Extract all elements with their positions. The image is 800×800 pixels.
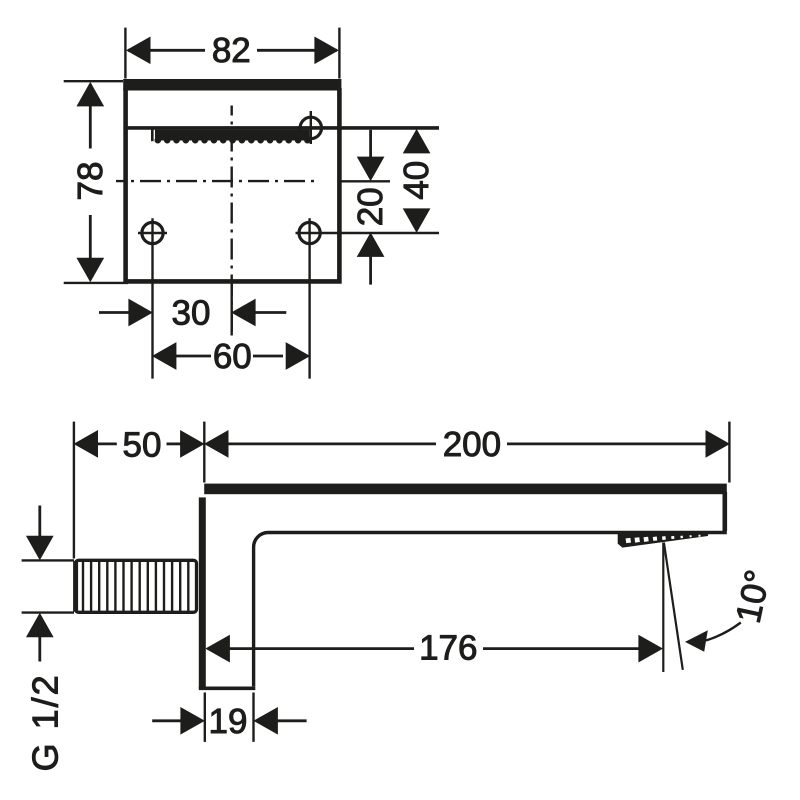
svg-text:20: 20 <box>351 187 390 226</box>
svg-text:82: 82 <box>212 31 251 70</box>
svg-text:19: 19 <box>209 702 248 741</box>
svg-text:G 1/2: G 1/2 <box>24 673 65 771</box>
svg-text:50: 50 <box>123 425 162 464</box>
svg-text:30: 30 <box>172 294 211 333</box>
svg-text:40: 40 <box>397 161 436 200</box>
svg-text:176: 176 <box>419 629 477 668</box>
svg-text:200: 200 <box>443 425 501 464</box>
svg-text:78: 78 <box>71 162 110 201</box>
svg-text:60: 60 <box>213 337 252 376</box>
